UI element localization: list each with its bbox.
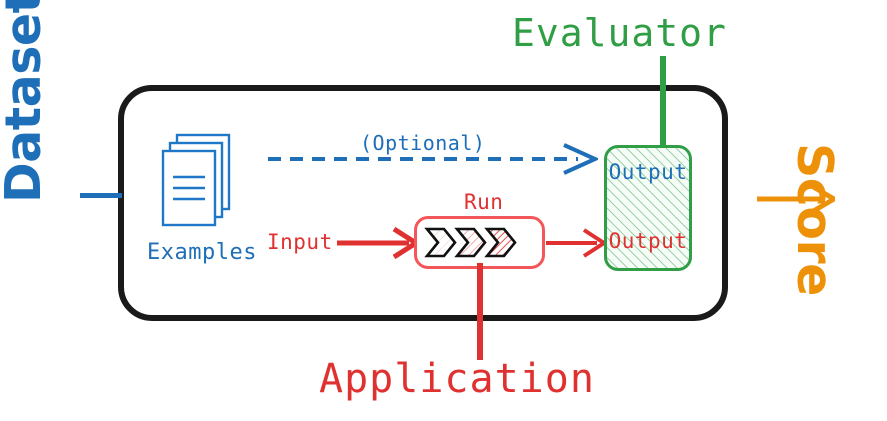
evaluator-output-reference: Output xyxy=(608,160,688,184)
optional-edge-label: (Optional) xyxy=(360,131,486,155)
run-chevrons-icon xyxy=(424,227,517,258)
evaluator-label: Evaluator xyxy=(512,11,727,55)
score-arrow xyxy=(757,183,835,215)
input-arrow xyxy=(337,227,417,259)
document-stack-icon xyxy=(161,133,231,227)
score-label: Score xyxy=(786,143,843,296)
application-connector-line xyxy=(477,263,483,360)
optional-dashed-arrow xyxy=(268,143,598,175)
run-caption: Run xyxy=(464,190,504,214)
run-output-arrow xyxy=(546,228,605,258)
pipeline-container xyxy=(118,85,728,321)
evaluator-connector-line xyxy=(660,56,666,146)
dataset-connector-line xyxy=(80,193,122,198)
input-edge-label: Input xyxy=(267,230,333,254)
evaluator-output-actual: Output xyxy=(608,229,688,253)
dataset-label: Dataset xyxy=(0,0,52,203)
examples-caption: Examples xyxy=(147,240,257,265)
application-label: Application xyxy=(319,356,595,402)
evaluator-output-box: Output Output xyxy=(604,145,692,271)
